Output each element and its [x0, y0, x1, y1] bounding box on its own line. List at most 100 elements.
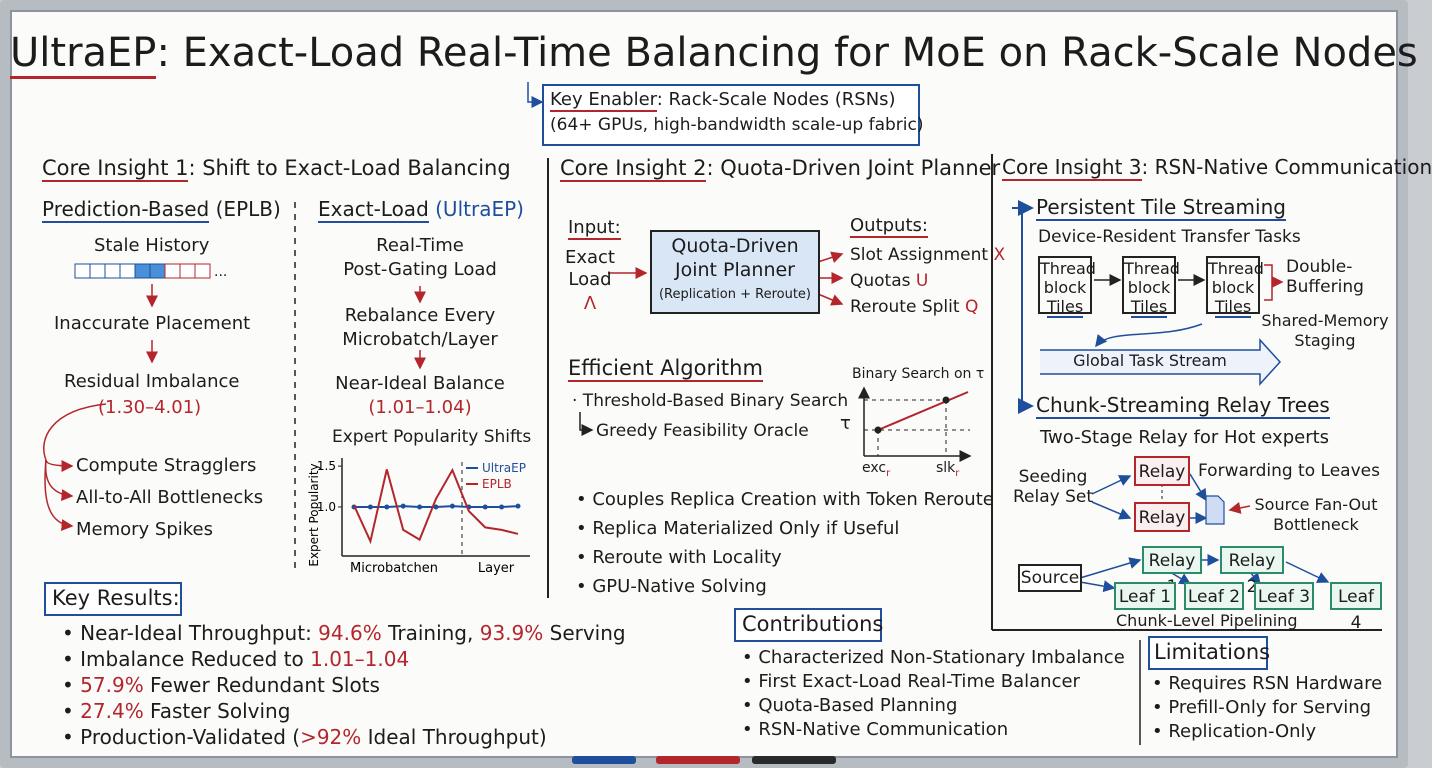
realtime-line1: Real-Time — [376, 235, 464, 256]
residual-range: (1.30–4.01) — [98, 397, 202, 418]
algo-binary-search: · Threshold-Based Binary Search — [572, 391, 849, 411]
series-point — [417, 504, 423, 510]
chart-title: Expert Popularity Shifts — [332, 427, 532, 447]
residual-imbalance: Residual Imbalance — [64, 371, 240, 392]
key-enabler-box — [542, 84, 920, 146]
contribution-1: • Characterized Non-Stationary Imbalance — [742, 647, 1125, 668]
rebalance-line2: Microbatch/Layer — [342, 329, 498, 350]
history-bar — [74, 263, 211, 279]
planner-line3: (Replication + Reroute) — [658, 287, 812, 302]
input-exact: Exact — [564, 247, 615, 268]
near-ideal: Near-Ideal Balance — [335, 373, 505, 394]
result-slots: • 57.9% Fewer Redundant Slots — [62, 673, 380, 697]
double-buffering-1: Double- — [1286, 257, 1353, 277]
relay-subtitle: Two-Stage Relay for Hot experts — [1040, 427, 1330, 448]
global-task-stream: Global Task Stream — [1073, 351, 1227, 370]
series-point — [449, 503, 455, 509]
contributions-title: Contributions — [742, 612, 884, 636]
binary-search-plot — [858, 386, 972, 462]
algo-title: Efficient Algorithm — [568, 356, 763, 382]
result-solving: • 27.4% Faster Solving — [62, 699, 291, 723]
exact-title: Exact-Load (UltraEP) — [318, 197, 524, 223]
relay-title: Chunk-Streaming Relay Trees — [1036, 393, 1330, 419]
fanout-1: Source Fan-Out — [1254, 495, 1378, 514]
fanout-2: Bottleneck — [1273, 515, 1359, 534]
series-line-eplb — [353, 467, 519, 545]
output-slot: Slot Assignment X — [850, 245, 1006, 265]
planner-line1: Quota-Driven — [671, 235, 799, 257]
key-enabler-line1: Key Enabler: Rack-Scale Nodes (RSNs) — [550, 89, 896, 112]
input-label: Input: — [568, 217, 621, 240]
key-results-box — [44, 582, 182, 616]
seed-relay-1: Relay — [1134, 456, 1190, 486]
document-icon — [1205, 495, 1225, 525]
algo-oracle: Greedy Feasibility Oracle — [596, 421, 809, 441]
title-ultraep: UltraEP — [10, 30, 157, 79]
bs-tau-axis: τ — [840, 413, 851, 434]
insight2-heading: Core Insight 2: Quota-Driven Joint Plann… — [560, 156, 1001, 182]
rebalance-line1: Rebalance Every — [344, 305, 496, 326]
seeding-1: Seeding — [1018, 467, 1088, 487]
shared-memory-1: Shared-Memory — [1261, 311, 1389, 330]
inaccurate-placement: Inaccurate Placement — [54, 313, 251, 334]
pts-subtitle: Device-Resident Transfer Tasks — [1038, 227, 1301, 247]
effect-memory-spikes: Memory Spikes — [76, 519, 214, 540]
source-box: Source — [1018, 564, 1082, 592]
contributions-box — [734, 608, 882, 642]
bullet-materialized: • Replica Materialized Only if Useful — [576, 518, 900, 539]
global-stream-arrow — [1040, 338, 1282, 386]
key-enabler-line2: (64+ GPUs, high-bandwidth scale-up fabri… — [550, 115, 924, 135]
series-point — [384, 504, 390, 510]
x-axis-label: Microbatchen — [350, 561, 438, 576]
contribution-3: • Quota-Based Planning — [742, 695, 958, 716]
seeding-2: Relay Set — [1012, 487, 1094, 507]
relay-2-box: Relay 2 — [1220, 546, 1284, 597]
main-title: UltraEP: Exact-Load Real-Time Balancing … — [10, 30, 1418, 79]
legend-label: EPLB — [482, 477, 512, 491]
shared-memory-2: Staging — [1294, 331, 1356, 350]
input-lambda: Λ — [583, 293, 597, 314]
key-results-title: Key Results: — [52, 586, 180, 610]
outputs-label: Outputs: — [850, 215, 928, 238]
leaf-2-box: Leaf 2 — [1184, 582, 1244, 610]
series-point — [515, 503, 521, 509]
series-point — [499, 504, 505, 510]
realtime-line2: Post-Gating Load — [343, 259, 497, 280]
output-reroute: Reroute Split Q — [850, 297, 979, 317]
input-load: Load — [568, 269, 612, 290]
leaf-4-box: Leaf 4 — [1330, 582, 1382, 633]
limitation-1: • Requires RSN Hardware — [1152, 673, 1383, 694]
leaf-3-box: Leaf 3 — [1254, 582, 1314, 610]
series-point — [482, 504, 488, 510]
insight3-heading: Core Insight 3: RSN-Native Communication — [1002, 155, 1432, 181]
marker-black[interactable] — [752, 756, 836, 764]
marker-blue[interactable] — [572, 756, 636, 764]
seed-relay-2: Relay — [1134, 502, 1190, 532]
result-imbalance: • Imbalance Reduced to 1.01–1.04 — [62, 647, 410, 671]
bs-slk: slkr — [936, 460, 960, 479]
chunk-pipelining: Chunk-Level Pipelining — [1116, 611, 1298, 630]
y-tick-label: 1.0 — [317, 500, 336, 514]
contribution-4: • RSN-Native Communication — [742, 719, 1009, 740]
bullet-couples: • Couples Replica Creation with Token Re… — [576, 489, 994, 510]
bs-exc: excr — [862, 460, 891, 479]
planner-box — [650, 230, 820, 314]
relay-1-box: Relay 1 — [1142, 546, 1202, 597]
marker-red[interactable] — [656, 756, 740, 764]
forwarding-leaves: Forwarding to Leaves — [1198, 461, 1380, 481]
effect-all-to-all: All-to-All Bottlenecks — [76, 487, 264, 508]
leaf-1-box: Leaf 1 — [1114, 582, 1176, 610]
result-throughput: • Near-Ideal Throughput: 94.6% Training,… — [62, 621, 626, 645]
prediction-title: Prediction-Based (EPLB) — [42, 197, 281, 223]
bs-title: Binary Search on τ — [852, 366, 985, 382]
y-tick-label: 1.5 — [317, 459, 336, 473]
y-axis-label: Expert Popularity — [307, 463, 321, 566]
insight1-heading: Core Insight 1: Shift to Exact-Load Bala… — [42, 156, 511, 182]
